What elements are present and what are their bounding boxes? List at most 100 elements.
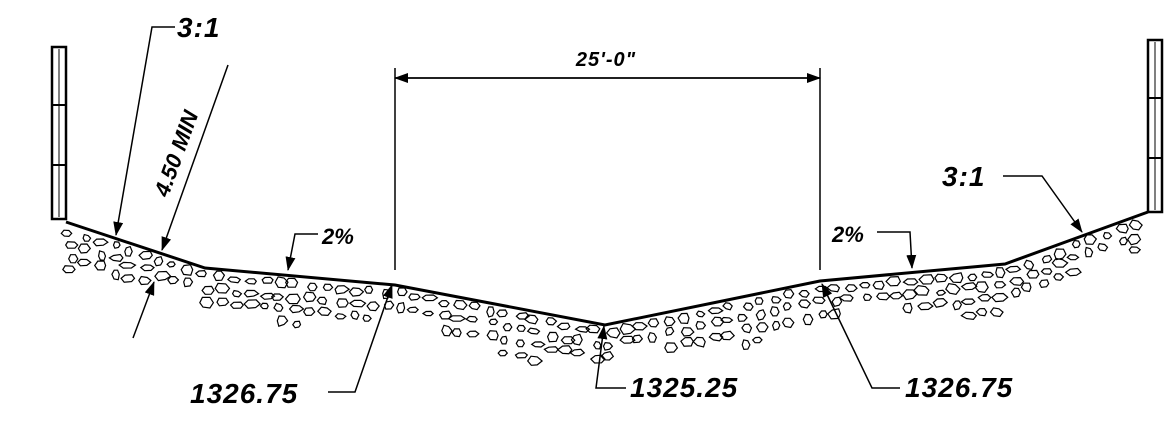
rock xyxy=(516,324,526,332)
rock xyxy=(60,229,73,238)
rock xyxy=(710,316,725,327)
rock xyxy=(844,284,858,293)
rock xyxy=(952,300,963,311)
rock xyxy=(812,296,826,305)
rock xyxy=(858,282,871,289)
rock xyxy=(453,299,468,311)
rock xyxy=(322,283,334,291)
rock xyxy=(526,355,544,366)
rock xyxy=(664,326,675,337)
rock xyxy=(292,320,302,329)
rock xyxy=(546,331,559,343)
rock xyxy=(523,314,539,325)
right-wall xyxy=(1146,38,1164,214)
rock xyxy=(231,289,243,298)
rock xyxy=(631,334,644,344)
rock xyxy=(917,302,934,311)
rock xyxy=(664,342,679,354)
rock xyxy=(960,298,976,306)
elevation-right-label: 1326.75 xyxy=(905,372,1013,403)
rock xyxy=(977,293,992,302)
rock xyxy=(901,289,918,301)
rock xyxy=(348,299,367,308)
slope-left-leader xyxy=(113,26,175,236)
rock xyxy=(993,281,1007,289)
rock xyxy=(334,313,347,320)
elevation-center-label: 1325.25 xyxy=(630,372,738,403)
rock xyxy=(798,290,810,298)
rock xyxy=(570,333,583,346)
rock xyxy=(888,291,904,300)
rock xyxy=(960,282,978,291)
rock xyxy=(274,276,289,289)
rock xyxy=(334,285,351,295)
rock xyxy=(1009,276,1025,286)
rock xyxy=(755,309,767,321)
rock xyxy=(97,250,107,262)
rock xyxy=(530,341,546,348)
rock xyxy=(1084,246,1094,258)
left-wall xyxy=(50,45,68,221)
rock xyxy=(153,255,164,267)
rock xyxy=(406,306,419,314)
rock xyxy=(1053,273,1065,281)
rock xyxy=(600,351,615,361)
rock xyxy=(1020,282,1032,293)
elevation-center-leader xyxy=(595,325,626,389)
rock xyxy=(108,253,124,262)
rock xyxy=(138,275,152,286)
rock xyxy=(1053,248,1067,261)
rock xyxy=(741,339,751,351)
rock xyxy=(180,264,194,276)
rock xyxy=(447,315,467,322)
rock xyxy=(838,294,854,302)
rock xyxy=(92,238,109,247)
rock xyxy=(782,288,795,299)
rock xyxy=(437,299,450,308)
rock xyxy=(771,295,782,304)
rock xyxy=(754,297,764,305)
rock xyxy=(1051,257,1069,268)
rock xyxy=(967,273,978,282)
rock xyxy=(720,316,734,324)
rock xyxy=(1023,259,1035,271)
rock xyxy=(396,302,406,314)
rock xyxy=(243,299,261,309)
rock xyxy=(862,293,873,302)
rock xyxy=(1010,287,1022,298)
rock xyxy=(1128,219,1143,231)
rock xyxy=(139,264,155,272)
rock xyxy=(680,327,695,337)
rock xyxy=(695,320,707,330)
rock xyxy=(468,301,481,311)
rock xyxy=(497,349,509,357)
rock xyxy=(737,313,748,322)
rock xyxy=(77,243,92,254)
rock xyxy=(270,293,285,301)
cover-depth-dimension xyxy=(132,64,229,339)
rock xyxy=(362,314,372,322)
rock xyxy=(781,317,795,329)
rock xyxy=(499,335,508,345)
slope-right-leader xyxy=(1003,175,1083,233)
rock xyxy=(741,323,753,334)
rock xyxy=(798,299,812,309)
rock xyxy=(216,297,230,307)
rock xyxy=(451,328,462,338)
rock xyxy=(592,340,602,350)
rock xyxy=(695,310,706,318)
rock xyxy=(284,293,301,305)
rock xyxy=(273,302,284,312)
rock xyxy=(1041,254,1053,264)
rock xyxy=(336,298,349,308)
rock xyxy=(124,245,133,257)
rock xyxy=(981,271,995,278)
rock xyxy=(692,336,706,348)
rock xyxy=(285,277,299,288)
rock xyxy=(62,265,76,274)
rock xyxy=(76,258,92,267)
rock xyxy=(948,272,964,284)
rock xyxy=(602,341,614,351)
rock xyxy=(514,352,529,359)
rock xyxy=(556,322,571,331)
